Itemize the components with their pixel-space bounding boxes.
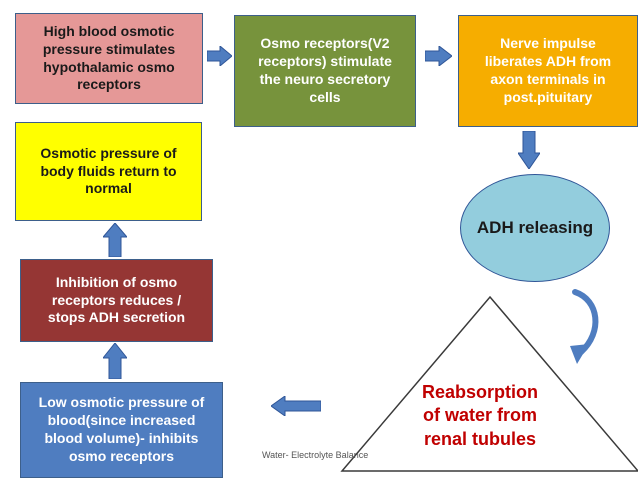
low-osmotic-pressure-box: Low osmotic pressure of blood(since incr…: [20, 382, 223, 478]
nerve-impulse-box: Nerve impulse liberates ADH from axon te…: [458, 15, 638, 127]
reabsorption-line: of water from: [422, 405, 537, 426]
arrow-left-icon: [271, 396, 321, 416]
high-osmotic-pressure-box: High blood osmotic pressure stimulates h…: [15, 13, 203, 104]
inhibition-box: Inhibition of osmo receptors reduces / s…: [20, 259, 213, 342]
box-line: Inhibition of osmo: [55, 273, 178, 290]
box-line: the neuro secretory: [259, 71, 391, 87]
box-line: Nerve impulse: [500, 35, 596, 52]
box-line: High blood osmotic: [43, 22, 175, 39]
reabsorption-text: Reabsorption of water from renal tubules: [405, 381, 555, 451]
box-line: blood(since increased: [47, 412, 196, 429]
box-line: Osmo receptors(V2: [260, 35, 390, 52]
reabsorption-line: Reabsorption: [421, 382, 538, 402]
arrow-down-icon: [518, 131, 540, 169]
box-line: osmo receptors: [68, 447, 175, 464]
box-line: hypothalamic osmo: [43, 58, 175, 75]
box-line: body fluids return to: [40, 162, 177, 179]
box-line: Osmotic pressure of: [40, 144, 177, 161]
footer-text: Water- Electrolyte Balance: [262, 450, 369, 460]
adh-releasing-label: ADH releasing: [476, 218, 594, 237]
osmo-receptors-box: Osmo receptors(V2 receptors) stimulate t…: [234, 15, 416, 127]
box-line: normal: [85, 180, 132, 197]
box-line: receptors) stimulate: [258, 53, 392, 70]
arrow-right-icon: [207, 46, 232, 66]
box-line: blood volume)- inhibits: [44, 430, 199, 446]
curved-arrow-icon: [570, 289, 599, 364]
box-line: cells: [309, 88, 341, 105]
reabsorption-line: renal tubules: [423, 428, 537, 449]
box-line: post.pituitary: [503, 88, 593, 105]
box-line: pressure stimulates: [42, 40, 176, 57]
adh-releasing-ellipse: ADH releasing: [460, 174, 610, 282]
box-line: liberates ADH from: [484, 53, 612, 70]
box-line: receptors reduces /: [51, 291, 182, 308]
box-line: Low osmotic pressure of: [38, 394, 205, 411]
box-line: stops ADH secretion: [47, 309, 186, 326]
osmotic-pressure-normal-box: Osmotic pressure of body fluids return t…: [15, 122, 202, 221]
arrow-up-icon: [103, 343, 127, 379]
box-line: axon terminals in: [490, 71, 606, 87]
box-line: receptors: [77, 76, 141, 93]
arrow-up-icon: [103, 223, 127, 257]
arrow-right-icon: [425, 46, 452, 66]
reabsorption-triangle: [340, 295, 638, 472]
